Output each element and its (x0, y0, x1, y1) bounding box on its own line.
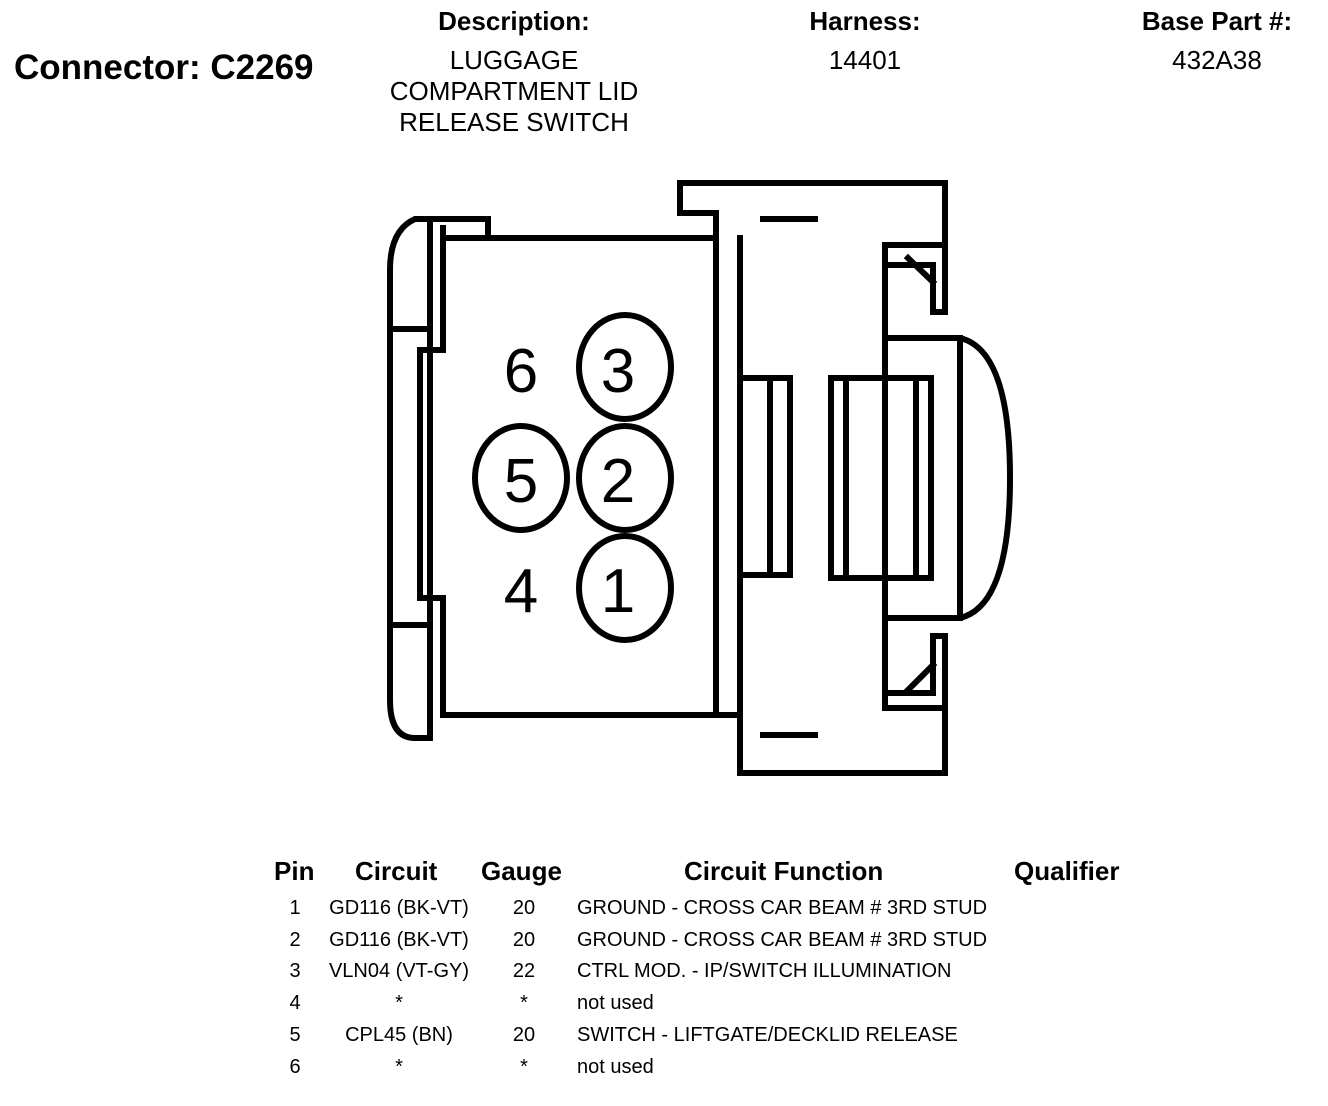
latch-slot-left (737, 375, 793, 578)
row-circuit: * (395, 1056, 403, 1078)
row-function: not used (577, 992, 654, 1014)
pin-label-4: 4 (504, 557, 538, 626)
row-pin: 4 (289, 992, 301, 1014)
row-pin: 3 (289, 960, 301, 982)
connector-title: Connector: C2269 (14, 48, 314, 87)
harness-value: 14401 (828, 45, 902, 75)
row-pin: 2 (289, 929, 301, 951)
pin-3-cavity (576, 312, 674, 422)
pin-5-cavity (472, 423, 570, 533)
connector-face-diagram: 3 2 1 5 6 4 (387, 180, 1014, 776)
col-header-gauge: Gauge (481, 856, 562, 886)
connector-housing-body (417, 235, 719, 718)
base-part-heading: Base Part #: (1141, 6, 1293, 36)
description-value: LUGGAGE COMPARTMENT LID RELEASE SWITCH (324, 45, 704, 138)
row-pin: 5 (289, 1024, 301, 1046)
row-pin: 6 (289, 1056, 301, 1078)
base-part-value: 432A38 (1172, 45, 1262, 75)
latch-slot-center (828, 375, 934, 581)
description-line-1: LUGGAGE (449, 45, 579, 75)
pin-label-1: 1 (601, 557, 635, 626)
row-function: SWITCH - LIFTGATE/DECKLID RELEASE (577, 1024, 958, 1046)
pin-label-2: 2 (601, 447, 635, 516)
row-circuit: CPL45 (BN) (345, 1024, 453, 1046)
pin-label-3: 3 (601, 337, 635, 406)
pin-label-5: 5 (504, 447, 538, 516)
description-line-2: COMPARTMENT LID (389, 76, 639, 106)
col-header-circuit: Circuit (355, 856, 438, 886)
row-gauge: * (520, 992, 528, 1014)
col-header-pin: Pin (274, 856, 315, 886)
col-header-function: Circuit Function (684, 856, 884, 886)
row-function: not used (577, 1056, 654, 1078)
description-line-3: RELEASE SWITCH (399, 107, 629, 137)
row-function: CTRL MOD. - IP/SWITCH ILLUMINATION (577, 960, 952, 982)
pin-1-cavity (576, 533, 674, 643)
row-gauge: 22 (512, 960, 536, 982)
row-circuit: GD116 (BK-VT) (329, 897, 469, 919)
row-circuit: * (395, 992, 403, 1014)
row-gauge: * (520, 1056, 528, 1078)
row-circuit: GD116 (BK-VT) (329, 929, 469, 951)
row-pin: 1 (289, 897, 301, 919)
row-function: GROUND - CROSS CAR BEAM # 3RD STUD (577, 897, 988, 919)
pin-2-cavity (576, 423, 674, 533)
row-circuit: VLN04 (VT-GY) (328, 960, 470, 982)
connector-release-tab (882, 335, 1014, 621)
description-heading: Description: (438, 6, 590, 36)
row-gauge: 20 (512, 929, 536, 951)
col-header-qualifier: Qualifier (1014, 856, 1120, 886)
connector-latch (677, 180, 948, 776)
harness-heading: Harness: (809, 6, 921, 36)
pin-label-6: 6 (504, 337, 538, 406)
row-function: GROUND - CROSS CAR BEAM # 3RD STUD (577, 929, 988, 951)
row-gauge: 20 (512, 1024, 536, 1046)
connector-left-shell (387, 216, 433, 741)
row-gauge: 20 (512, 897, 536, 919)
